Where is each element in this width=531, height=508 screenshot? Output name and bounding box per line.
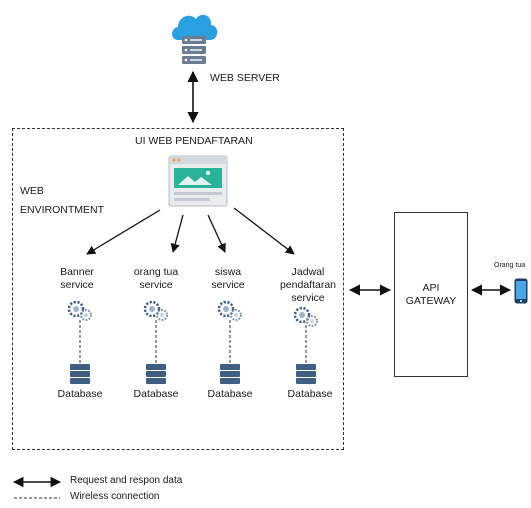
web-environment-box bbox=[12, 128, 344, 450]
api-gateway-label: API GATEWAY bbox=[394, 282, 468, 308]
api-gateway-box bbox=[394, 212, 468, 377]
web-window-icon bbox=[168, 155, 228, 207]
orangtua-service-line1: orang tua bbox=[133, 266, 179, 278]
smartphone-icon bbox=[514, 278, 528, 304]
ui-to-orangtua-arrow bbox=[170, 214, 184, 253]
client-label: Orang tua bbox=[494, 262, 526, 269]
jadwal-db-label: Database bbox=[287, 388, 333, 400]
ui-to-siswa-arrow bbox=[207, 214, 226, 253]
orangtua-db-label: Database bbox=[133, 388, 179, 400]
siswa-service-label: siswa service bbox=[188, 266, 268, 292]
siswa-gear-icon bbox=[217, 300, 242, 321]
jadwal-gear-icon bbox=[293, 306, 318, 327]
jadwal-service-line1: Jadwal bbox=[291, 266, 325, 278]
cloud-server-icon bbox=[172, 14, 218, 64]
banner-service-label: Banner service bbox=[37, 266, 117, 292]
ui-to-jadwal-arrow bbox=[233, 207, 295, 255]
orangtua-service-label: orang tua service bbox=[116, 266, 196, 292]
ui-title: UI WEB PENDAFTARAN bbox=[135, 135, 253, 147]
web-server-label: WEB SERVER bbox=[210, 72, 280, 84]
orangtua-gear-icon bbox=[143, 300, 168, 321]
api-gateway-line2: GATEWAY bbox=[405, 295, 457, 308]
siswa-service-line2: service bbox=[211, 279, 245, 292]
orangtua-database-icon bbox=[146, 364, 166, 384]
siswa-db-label: Database bbox=[207, 388, 253, 400]
jadwal-service-label: Jadwal pendaftaran service bbox=[268, 266, 348, 305]
api-gateway-line1: API bbox=[422, 282, 440, 294]
legend-solid-label: Request and respon data bbox=[70, 475, 183, 486]
siswa-service-line1: siswa bbox=[214, 266, 242, 278]
banner-database-icon bbox=[70, 364, 90, 384]
ui-to-banner-arrow bbox=[86, 209, 161, 255]
banner-service-line1: Banner bbox=[60, 266, 94, 278]
environment-label-line1: WEB bbox=[20, 185, 44, 197]
jadwal-service-line2: pendaftaran bbox=[279, 279, 337, 292]
orangtua-service-line2: service bbox=[139, 279, 173, 292]
legend-dashed-label: Wireless connection bbox=[70, 491, 160, 502]
jadwal-service-line3: service bbox=[291, 292, 325, 305]
banner-db-label: Database bbox=[57, 388, 103, 400]
jadwal-database-icon bbox=[296, 364, 316, 384]
banner-service-line2: service bbox=[60, 279, 94, 292]
banner-gear-icon bbox=[67, 300, 92, 321]
siswa-database-icon bbox=[220, 364, 240, 384]
environment-label-line2: ENVIRONTMENT bbox=[20, 204, 104, 216]
